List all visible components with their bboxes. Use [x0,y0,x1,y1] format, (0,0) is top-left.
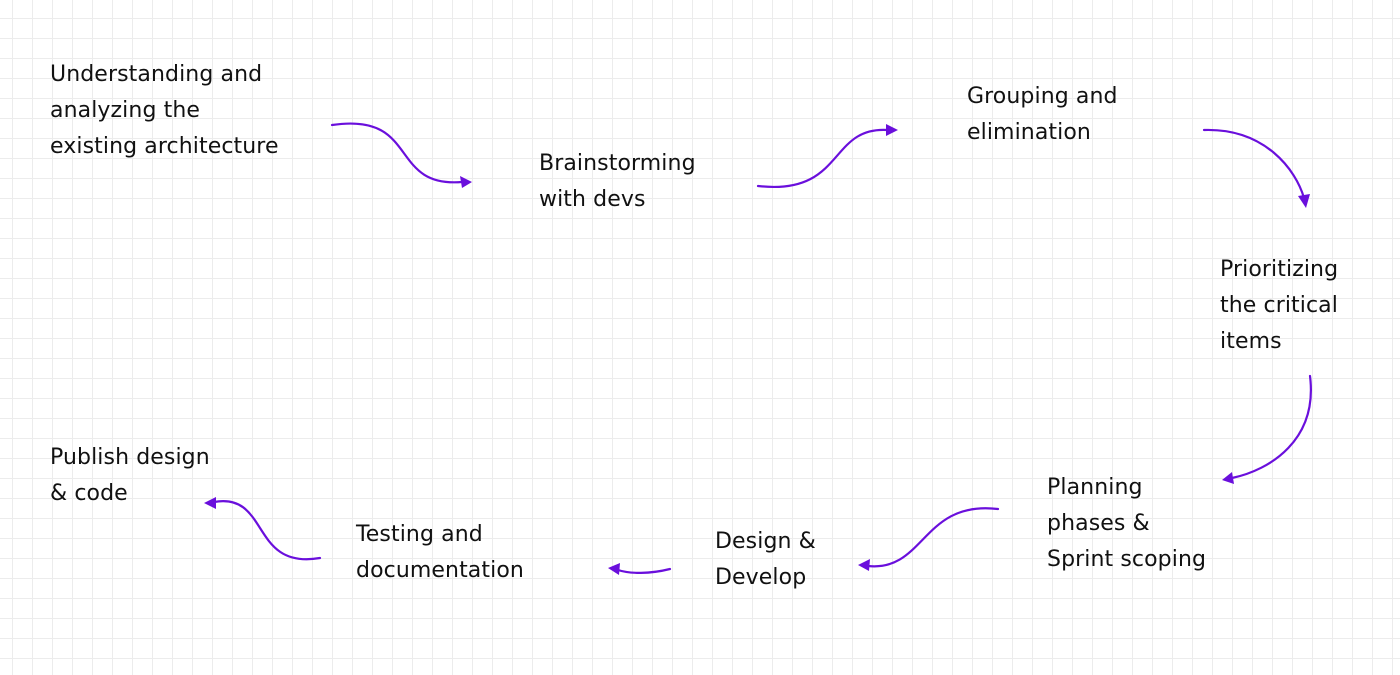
step-grouping-elimination: Grouping and elimination [967,84,1118,145]
arrowhead-icon [460,176,472,188]
arrow-2-to-3 [756,128,890,189]
step-prioritizing: Prioritizing the critical items [1220,257,1339,354]
step-planning: Planning phases & Sprint scoping [1047,475,1207,572]
step-publish: Publish design & code [50,445,210,506]
step-understanding-architecture: Understanding and analyzing the existing… [50,62,279,159]
arrow-1-to-2 [330,122,464,184]
arrow-6-to-7 [616,567,672,574]
arrowhead-icon [858,559,870,571]
arrow-3-to-4 [1202,128,1306,200]
step-brainstorming: Brainstorming with devs [539,151,696,212]
arrowhead-icon [1222,472,1234,484]
step-design-develop: Design & Develop [715,529,816,590]
arrow-7-to-8 [212,500,322,561]
arrow-4-to-5 [1230,374,1312,480]
arrowhead-icon [886,124,898,136]
step-testing-documentation: Testing and documentation [356,522,524,583]
arrowhead-icon [608,563,620,575]
arrow-5-to-6 [866,507,1000,568]
arrowhead-icon [1298,194,1310,208]
